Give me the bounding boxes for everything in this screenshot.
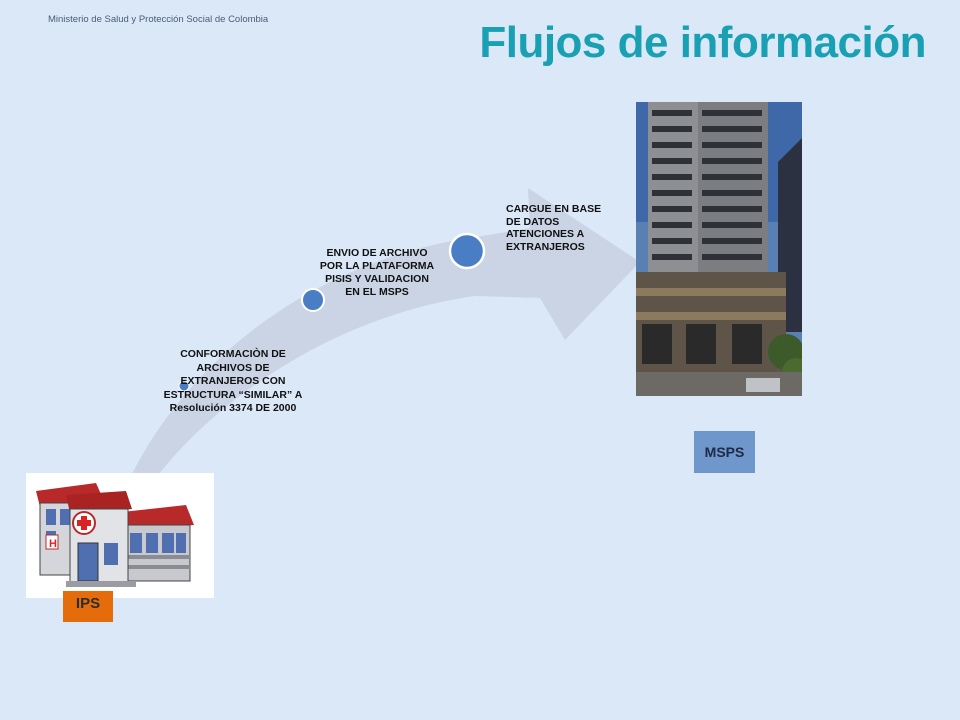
ministry-name: Ministerio de Salud y Protección Social … xyxy=(48,14,269,25)
office-building-photo xyxy=(636,102,810,396)
hospital-icon: H xyxy=(36,483,194,587)
hospital-image: H xyxy=(26,473,214,598)
step-dot-3 xyxy=(448,232,486,270)
step-2-text: ENVIO DE ARCHIVO POR LA PLATAFORMA PISIS… xyxy=(319,247,435,298)
msps-label: MSPS xyxy=(694,431,755,473)
building-windows xyxy=(652,110,762,260)
msps-building-image xyxy=(636,102,810,396)
page-title: Flujos de información xyxy=(479,18,926,67)
step-3-text: CARGUE EN BASE DE DATOS ATENCIONES A EXT… xyxy=(506,203,602,253)
ips-label: IPS xyxy=(63,591,113,622)
svg-text:H: H xyxy=(49,538,57,550)
flow-arrow xyxy=(112,188,640,522)
step-dot-2 xyxy=(301,288,325,312)
step-dot-1 xyxy=(178,380,190,392)
step-1-text: CONFORMACIÒN DE ARCHIVOS DE EXTRANJEROS … xyxy=(163,348,303,414)
